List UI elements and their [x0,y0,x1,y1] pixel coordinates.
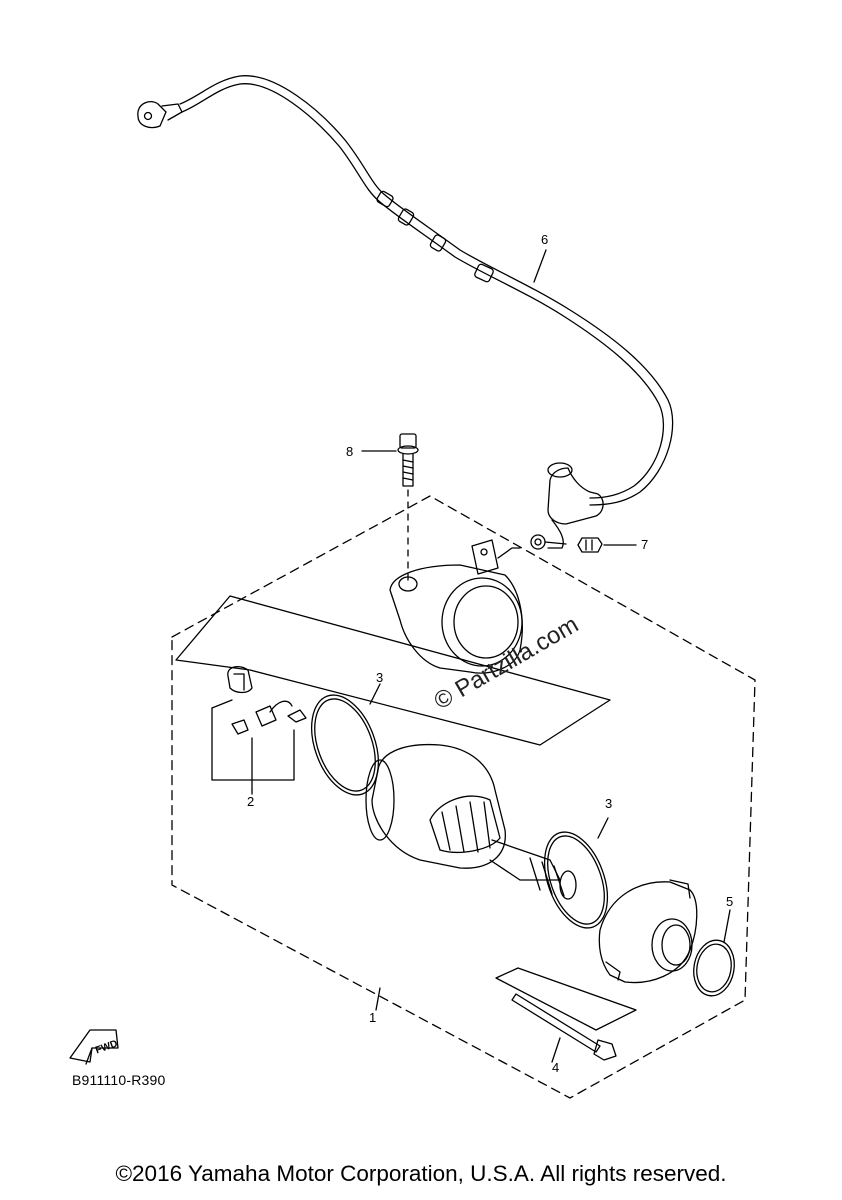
front-cover [389,539,523,674]
terminal-nut [530,534,637,553]
callout-5: 5 [726,894,733,909]
callout-3-lower: 3 [605,796,612,811]
copyright-notice: ©2016 Yamaha Motor Corporation, U.S.A. A… [115,1161,727,1186]
through-bolt [511,993,617,1063]
watermark: © Partzilla.com [430,611,584,715]
callout-1: 1 [369,1010,376,1025]
starter-yoke [365,743,577,900]
diagram-code: B911110-R390 [72,1072,166,1088]
fwd-label: FWD [94,1038,119,1056]
callout-6: 6 [541,232,548,247]
o-ring-rear [693,909,735,997]
starter-cable [137,75,674,549]
o-ring-lower [543,817,609,929]
mounting-bolt [361,433,419,583]
callout-3-upper: 3 [376,670,383,685]
o-ring-upper [311,683,381,796]
rear-cover [495,879,698,1031]
fwd-arrow-icon [69,1029,119,1065]
callout-2: 2 [247,794,254,809]
brush-holder-assembly [175,595,611,791]
callout-8: 8 [346,444,353,459]
callout-4: 4 [552,1060,559,1075]
kit-outline [171,495,756,1099]
callout-7: 7 [641,537,648,552]
